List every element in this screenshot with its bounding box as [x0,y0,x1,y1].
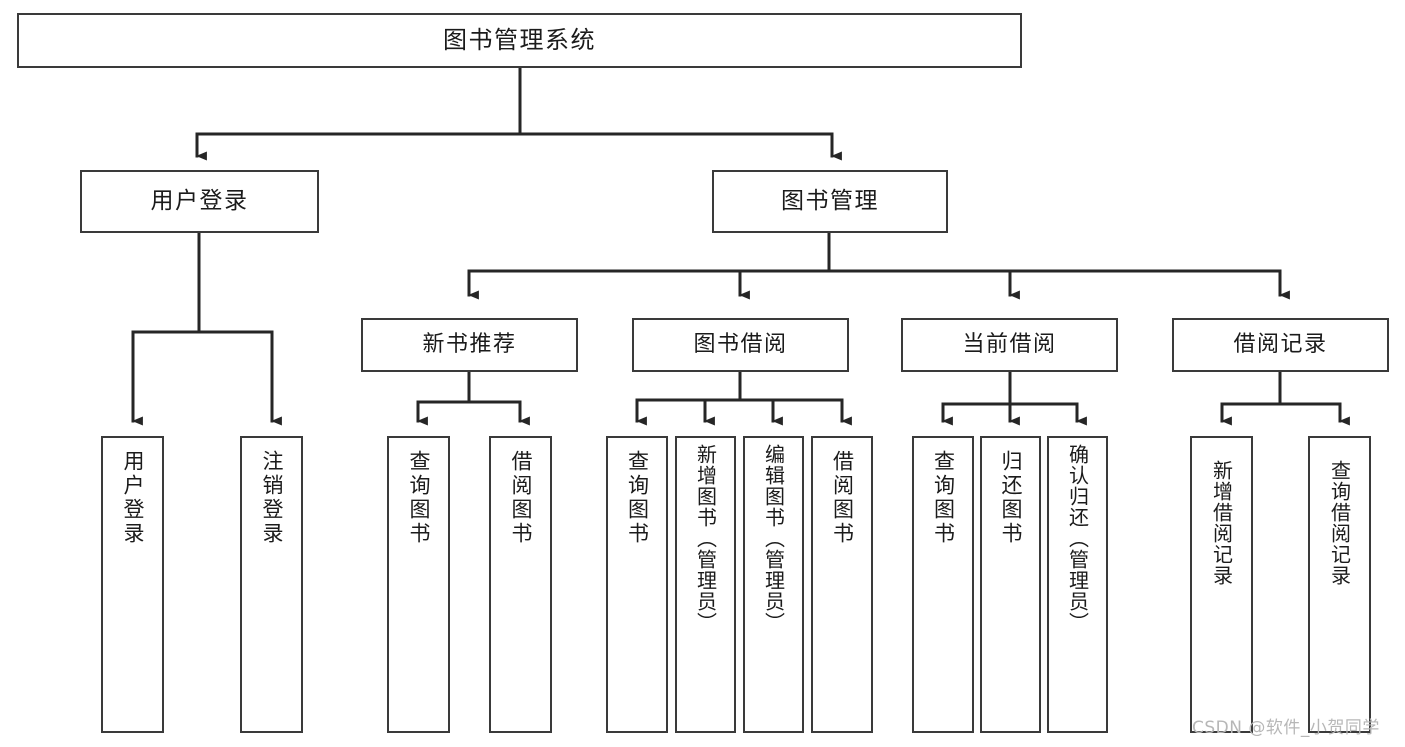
node-label: 用户登录 [121,450,145,546]
node-root-system[interactable]: 图书管理系统 [17,13,1022,68]
node-label: 当前借阅 [962,331,1057,357]
node-new-book-recommend[interactable]: 新书推荐 [361,318,578,372]
leaf-logout-login[interactable]: 注销登录 [240,436,303,733]
leaf-confirm-return[interactable]: 确认归还（管理员） [1047,436,1108,733]
node-label: 新书推荐 [422,331,517,357]
node-label: 确认归还（管理员） [1065,444,1090,633]
leaf-edit-book[interactable]: 编辑图书（管理员） [743,436,804,733]
node-label: 查询借阅记录 [1327,460,1352,586]
leaf-user-login[interactable]: 用户登录 [101,436,164,733]
node-book-management[interactable]: 图书管理 [712,170,948,233]
node-label: 借阅记录 [1233,331,1328,357]
node-label: 借阅图书 [509,450,533,546]
node-label: 查询图书 [407,450,431,546]
node-label: 图书管理 [781,187,879,214]
leaf-add-borrow-record[interactable]: 新增借阅记录 [1190,436,1253,733]
leaf-add-book[interactable]: 新增图书（管理员） [675,436,736,733]
node-borrow-record[interactable]: 借阅记录 [1172,318,1389,372]
leaf-query-book-current[interactable]: 查询图书 [912,436,974,733]
node-book-borrow[interactable]: 图书借阅 [632,318,849,372]
node-label: 图书管理系统 [443,26,596,55]
node-label: 注销登录 [260,450,284,546]
node-current-borrow[interactable]: 当前借阅 [901,318,1118,372]
node-label: 查询图书 [931,450,956,546]
node-label: 归还图书 [999,450,1023,546]
node-label: 用户登录 [150,187,249,214]
node-label: 借阅图书 [830,450,855,546]
node-user-login[interactable]: 用户登录 [80,170,319,233]
node-label: 编辑图书（管理员） [761,444,786,633]
leaf-query-book-borrow[interactable]: 查询图书 [606,436,668,733]
csdn-watermark: CSDN @软件_小贺同学 [1192,718,1380,738]
leaf-borrow-book[interactable]: 借阅图书 [811,436,873,733]
node-label: 查询图书 [625,450,650,546]
node-label: 新增图书（管理员） [693,444,718,633]
leaf-borrow-book-recommend[interactable]: 借阅图书 [489,436,552,733]
node-label: 图书借阅 [693,331,788,357]
leaf-return-book[interactable]: 归还图书 [980,436,1041,733]
leaf-query-book-recommend[interactable]: 查询图书 [387,436,450,733]
node-label: 新增借阅记录 [1209,460,1234,586]
leaf-query-borrow-record[interactable]: 查询借阅记录 [1308,436,1371,733]
